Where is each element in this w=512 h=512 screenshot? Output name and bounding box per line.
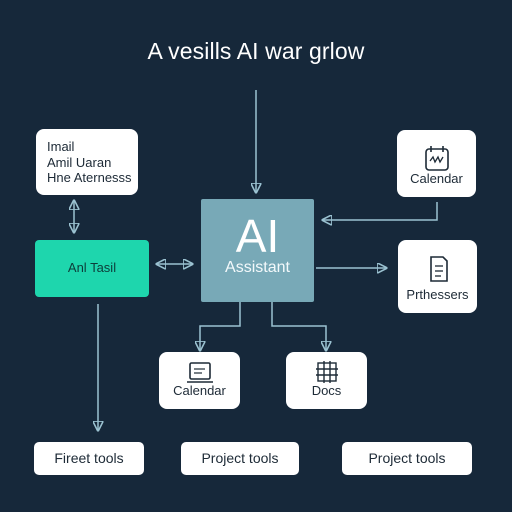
ai-assistant-box: AI Assistant <box>201 199 314 302</box>
docs-card: Docs <box>286 352 367 409</box>
info-line-3: Hne Aternesss <box>47 170 132 186</box>
arrow-calendar-to-ai <box>323 202 438 220</box>
green-task-label: Anl Tasil <box>67 260 117 276</box>
info-box: Imail Amil Uaran Hne Aternesss <box>36 129 138 195</box>
calendar-bottom-label: Calendar <box>173 383 226 399</box>
ai-main-label: AI <box>235 210 280 262</box>
tool-card-3: Project tools <box>342 442 472 475</box>
arrow-ai-to-calendar-bottom <box>200 302 241 350</box>
tool-label-1: Fireet tools <box>54 450 124 467</box>
diagram-title: A vesills AI war grlow <box>147 38 365 64</box>
tool-label-2: Project tools <box>201 450 279 467</box>
laptop-icon <box>182 359 218 389</box>
document-icon <box>420 254 456 284</box>
calendar-icon <box>419 144 455 174</box>
tool-card-1: Fireet tools <box>34 442 144 475</box>
info-line-2: Amil Uaran <box>47 154 112 170</box>
calendar-top-card: Calendar <box>397 130 476 197</box>
ai-sub-label: Assistant <box>225 259 290 276</box>
tool-label-3: Project tools <box>368 450 446 467</box>
processors-card: Prthessers <box>398 240 477 313</box>
grid-icon <box>309 359 345 389</box>
tool-card-2: Project tools <box>181 442 299 475</box>
calendar-bottom-card: Calendar <box>159 352 240 409</box>
docs-label: Docs <box>311 383 342 399</box>
processors-label: Prthessers <box>406 287 469 303</box>
green-task-box: Anl Tasil <box>35 240 149 297</box>
info-line-1: Imail <box>47 139 75 154</box>
calendar-top-label: Calendar <box>410 171 463 187</box>
arrow-ai-to-docs <box>271 302 326 350</box>
